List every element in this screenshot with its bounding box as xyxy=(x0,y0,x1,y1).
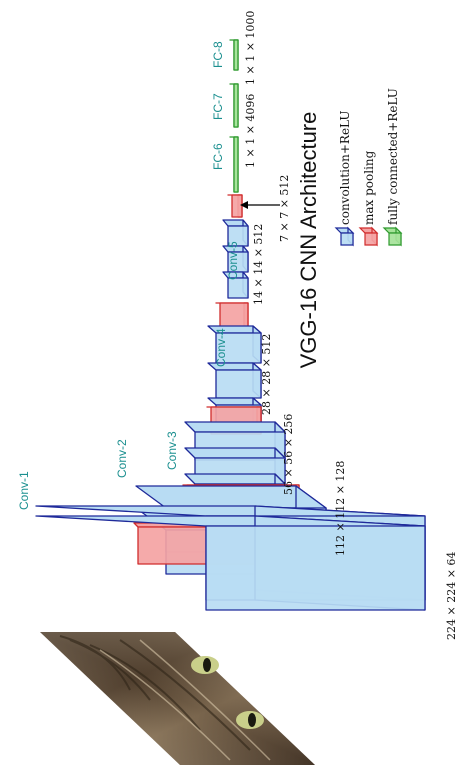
input-image xyxy=(40,632,315,765)
conv5-layer-3 xyxy=(222,219,249,247)
pool4-layer xyxy=(215,302,249,328)
legend-swatch-pool xyxy=(358,226,379,247)
fc6-layer xyxy=(229,136,239,193)
fc7-layer xyxy=(229,83,239,128)
stage-label-conv4: Conv-4 xyxy=(214,328,228,367)
legend-label-conv: convolution+ReLU xyxy=(338,111,352,225)
conv5-layer-2 xyxy=(222,245,249,273)
legend-label-fc: fully connected+ReLU xyxy=(386,88,400,225)
dim-label-14: 14 × 14 × 512 xyxy=(252,224,265,305)
dimension-labels: 224 × 224 × 64 112 × 112 × 128 56 × 56 ×… xyxy=(244,11,458,640)
dim-label-112: 112 × 112 × 128 xyxy=(334,461,347,556)
fc8-layer xyxy=(229,39,239,71)
stage-label-fc6: FC-6 xyxy=(211,143,225,170)
conv4-layer-2 xyxy=(207,362,262,399)
layer-blocks xyxy=(35,39,426,611)
stage-label-fc8: FC-8 xyxy=(211,41,225,68)
legend: convolution+ReLU max pooling fully conne… xyxy=(334,88,403,247)
stage-labels: Conv-1 Conv-2 Conv-3 Conv-4 Conv-5 FC-6 … xyxy=(17,41,240,510)
pool5-arrow xyxy=(240,201,280,209)
legend-swatch-fc xyxy=(382,226,403,247)
pool5-layer xyxy=(227,194,243,218)
diagram-title: VGG-16 CNN Architecture xyxy=(296,112,321,369)
legend-label-pool: max pooling xyxy=(362,150,376,225)
dim-label-1000: 1 × 1 × 1000 xyxy=(244,11,257,85)
stage-label-conv3: Conv-3 xyxy=(165,431,179,470)
dim-label-4096: 1 × 1 × 4096 xyxy=(244,94,257,168)
stage-label-conv1: Conv-1 xyxy=(17,471,31,510)
conv1-layer-1 xyxy=(35,515,426,611)
stage-label-conv5: Conv-5 xyxy=(226,241,240,280)
dim-label-224: 224 × 224 × 64 xyxy=(445,552,458,640)
dim-label-7: 7 × 7 × 512 xyxy=(278,175,291,242)
legend-swatch-conv xyxy=(334,226,355,247)
conv5-layer-1 xyxy=(222,271,249,299)
dim-label-28: 28 × 28 × 512 xyxy=(260,334,273,415)
conv4-layer-3 xyxy=(207,325,262,364)
dim-label-56: 56 × 56 × 256 xyxy=(282,414,295,495)
stage-label-conv2: Conv-2 xyxy=(115,439,129,478)
stage-label-fc7: FC-7 xyxy=(211,93,225,120)
